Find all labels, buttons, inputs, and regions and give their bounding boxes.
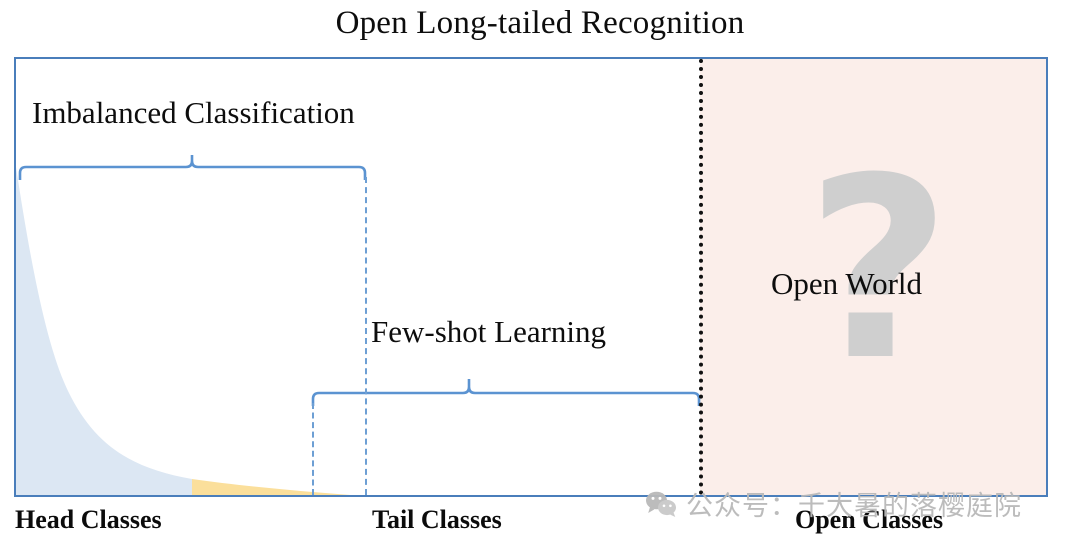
head-classes-area	[16, 167, 192, 495]
axis-label-head-classes: Head Classes	[15, 505, 162, 534]
axis-label-row: Head Classes Tail Classes Open Classes	[0, 500, 1080, 548]
dash-guide-imbalanced-right	[365, 177, 367, 495]
long-tail-distribution-curve	[16, 155, 701, 495]
few-shot-learning-label: Few-shot Learning	[371, 314, 607, 349]
question-mark-icon: ?	[806, 124, 952, 415]
tail-classes-area	[192, 479, 700, 495]
fewshot-brace	[311, 379, 701, 406]
dash-guide-fewshot-left	[312, 403, 314, 495]
page-title: Open Long-tailed Recognition	[335, 5, 745, 41]
axis-label-open-classes: Open Classes	[795, 505, 944, 534]
open-world-label: Open World	[771, 266, 923, 301]
imbalanced-classification-label: Imbalanced Classification	[32, 95, 355, 130]
imbalanced-brace	[18, 155, 367, 180]
diagram-frame: ? Imbalanced Classification Few-shot Lea…	[14, 57, 1048, 497]
axis-label-tail-classes: Tail Classes	[372, 505, 502, 534]
open-classes-divider	[699, 59, 703, 495]
open-classes-region	[700, 59, 1046, 495]
